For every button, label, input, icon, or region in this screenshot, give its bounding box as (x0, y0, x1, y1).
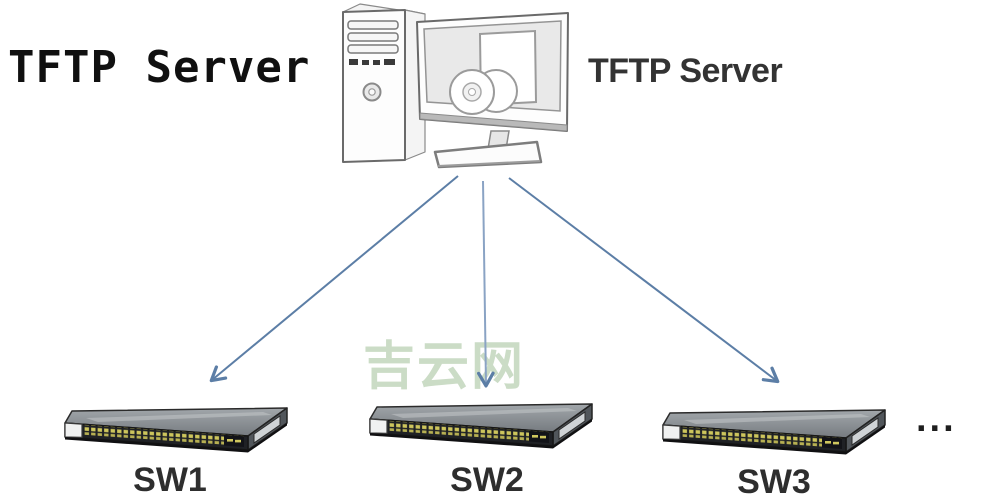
switch-sw3-icon (662, 409, 886, 456)
switch-label-sw3: SW3 (737, 463, 811, 500)
switch-label-sw1: SW1 (133, 461, 207, 499)
drive-bay-icon (347, 20, 399, 30)
drive-bay-icon (347, 32, 399, 42)
page-title: TFTP Server (8, 42, 311, 93)
tower-buttons-icon (349, 59, 395, 65)
monitor-icon (416, 12, 569, 150)
server-caption: TFTP Server (588, 52, 783, 90)
more-switches-ellipsis: ... (916, 398, 957, 440)
watermark: 吉云网 (363, 337, 526, 397)
drive-bay-icon (347, 44, 399, 54)
arrow-to-sw3 (508, 177, 780, 384)
switch-sw1-icon (64, 407, 288, 454)
cd-discs-icon (449, 69, 518, 115)
computer-tower-icon (342, 3, 426, 163)
keyboard-icon (433, 140, 543, 169)
switch-label-sw2: SW2 (450, 461, 524, 499)
switch-sw2-icon (369, 403, 593, 450)
tftp-server-illustration (342, 3, 569, 169)
